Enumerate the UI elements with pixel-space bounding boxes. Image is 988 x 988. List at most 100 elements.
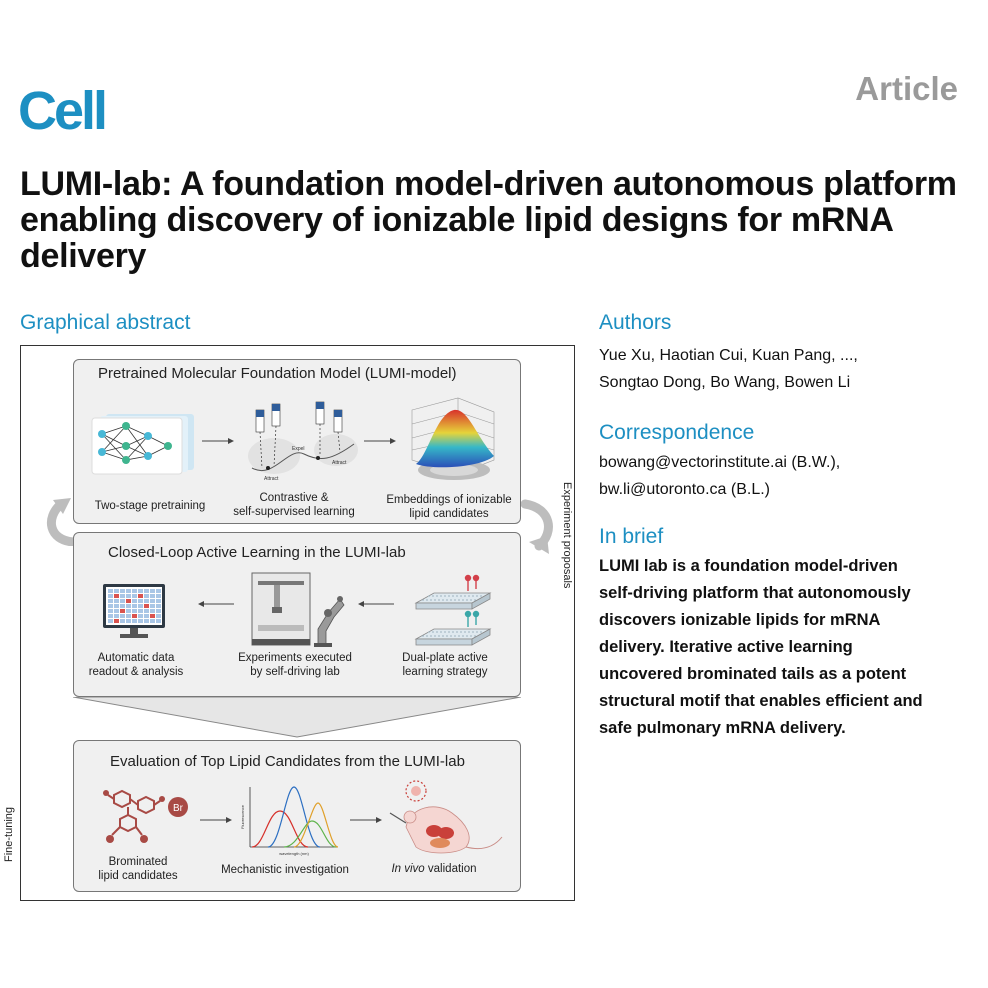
heatmap-cell — [144, 589, 149, 593]
heatmap-cell — [144, 599, 149, 603]
heatmap-cell — [150, 594, 155, 598]
caption-in-vivo: In vivo validation — [391, 863, 477, 875]
heatmap-cell — [114, 604, 119, 608]
heatmap-cell — [108, 619, 113, 623]
heatmap-cell — [114, 599, 119, 603]
heatmap-cell — [150, 604, 155, 608]
heatmap-cell — [156, 619, 161, 623]
heatmap-cell — [126, 619, 131, 623]
email-bowang[interactable]: bowang@vectorinstitute.ai (B.W.), — [599, 454, 841, 471]
chart-axis-y-label: Fluorescence — [240, 804, 245, 829]
heatmap-cell — [132, 604, 137, 608]
fluorescence-spectrum-chart: Fluorescence wavelength (nm) — [240, 786, 339, 856]
chart-axis-x-label: wavelength (nm) — [279, 851, 309, 856]
embedding-surface-icon — [411, 397, 495, 480]
heatmap-cell — [132, 589, 137, 593]
heatmap-cell — [108, 614, 113, 618]
heatmap-cell — [126, 594, 131, 598]
heatmap-cell — [108, 604, 113, 608]
heatmap-cell — [138, 609, 143, 613]
heatmap-cell — [120, 599, 125, 603]
heatmap-cell — [138, 599, 143, 603]
graphical-abstract-heading: Graphical abstract — [20, 311, 191, 334]
graphical-abstract: Fine-tuning Experiment proposals Pretrai… — [3, 345, 575, 901]
heatmap-cell — [132, 619, 137, 623]
expel-label: Expel — [292, 446, 305, 452]
heatmap-cell — [156, 589, 161, 593]
panel-top-candidates: Evaluation of Top Lipid Candidates from … — [73, 740, 521, 892]
heatmap-cell — [144, 614, 149, 618]
panel-top-candidates-title: Evaluation of Top Lipid Candidates from … — [110, 753, 465, 770]
heatmap-cell — [126, 614, 131, 618]
heatmap-cell — [138, 594, 143, 598]
heatmap-cell — [120, 594, 125, 598]
arrow-left-icon — [198, 601, 234, 607]
heatmap-cell — [150, 589, 155, 593]
heatmap-cell — [138, 614, 143, 618]
heatmap-cell — [114, 594, 119, 598]
heatmap-cell — [132, 609, 137, 613]
heatmap-cell — [126, 609, 131, 613]
experiment-proposals-label: Experiment proposals — [561, 482, 573, 589]
heatmap-cell — [144, 619, 149, 623]
heatmap-cell — [144, 609, 149, 613]
heatmap-cell — [156, 604, 161, 608]
heatmap-cell — [150, 614, 155, 618]
heatmap-cell — [108, 589, 113, 593]
heatmap-cell — [132, 614, 137, 618]
fine-tuning-arrow-icon — [47, 498, 78, 546]
caption-mechanistic: Mechanistic investigation — [221, 864, 349, 876]
heatmap-cell — [144, 594, 149, 598]
article-type-label: Article — [855, 70, 958, 107]
in-brief-text: LUMI lab is a foundation model-driven se… — [599, 557, 923, 737]
correspondence-heading: Correspondence — [599, 421, 755, 444]
panel-closed-loop-learning: Closed-Loop Active Learning in the LUMI-… — [73, 532, 521, 697]
heatmap-cell — [120, 589, 125, 593]
caption-two-stage-pretraining: Two-stage pretraining — [94, 500, 206, 512]
dual-plate-icon — [414, 574, 492, 646]
down-arrow-icon — [73, 697, 521, 738]
heatmap-cell — [132, 594, 137, 598]
heatmap-cell — [108, 594, 113, 598]
in-brief-heading: In brief — [599, 525, 664, 548]
correspondence-emails: bowang@vectorinstitute.ai (B.W.), bw.li@… — [599, 449, 969, 503]
attract-label-right: Attract — [332, 460, 347, 466]
heatmap-cell — [108, 609, 113, 613]
arrow-right-icon — [202, 438, 234, 444]
authors-list: Yue Xu, Haotian Cui, Kuan Pang, ..., Son… — [599, 347, 858, 391]
email-bwli[interactable]: bw.li@utoronto.ca (B.L.) — [599, 481, 770, 498]
heatmap-cell — [144, 604, 149, 608]
arrow-left-icon — [358, 601, 394, 607]
caption-contrastive-learning: Contrastive &self-supervised learning — [233, 492, 355, 518]
heatmap-cell — [120, 609, 125, 613]
monitor-heatmap-icon — [103, 584, 165, 638]
heatmap-cell — [126, 589, 131, 593]
panel-closed-loop-learning-title: Closed-Loop Active Learning in the LUMI-… — [108, 544, 406, 561]
heatmap-cell — [156, 614, 161, 618]
heatmap-cell — [156, 599, 161, 603]
panel-foundation-model: Pretrained Molecular Foundation Model (L… — [73, 359, 521, 524]
robot-lab-icon — [251, 572, 345, 647]
heatmap-cell — [114, 614, 119, 618]
heatmap-cell — [120, 614, 125, 618]
heatmap-cell — [126, 604, 131, 608]
arrow-right-icon — [200, 817, 232, 823]
brominated-lipid-molecule-icon: Br — [103, 789, 188, 843]
arrow-right-icon — [350, 817, 382, 823]
heatmap-cell — [150, 599, 155, 603]
heatmap-cell — [108, 599, 113, 603]
heatmap-cell — [156, 609, 161, 613]
heatmap-cell — [126, 599, 131, 603]
article-title: LUMI-lab: A foundation model-driven auto… — [20, 165, 957, 275]
panel-foundation-model-title: Pretrained Molecular Foundation Model (L… — [98, 365, 457, 382]
authors-heading: Authors — [599, 311, 672, 334]
attract-label-left: Attract — [264, 476, 279, 482]
contrastive-learning-icon: Expel Attract Attract — [248, 401, 358, 482]
heatmap-cell — [114, 609, 119, 613]
heatmap-cell — [114, 589, 119, 593]
